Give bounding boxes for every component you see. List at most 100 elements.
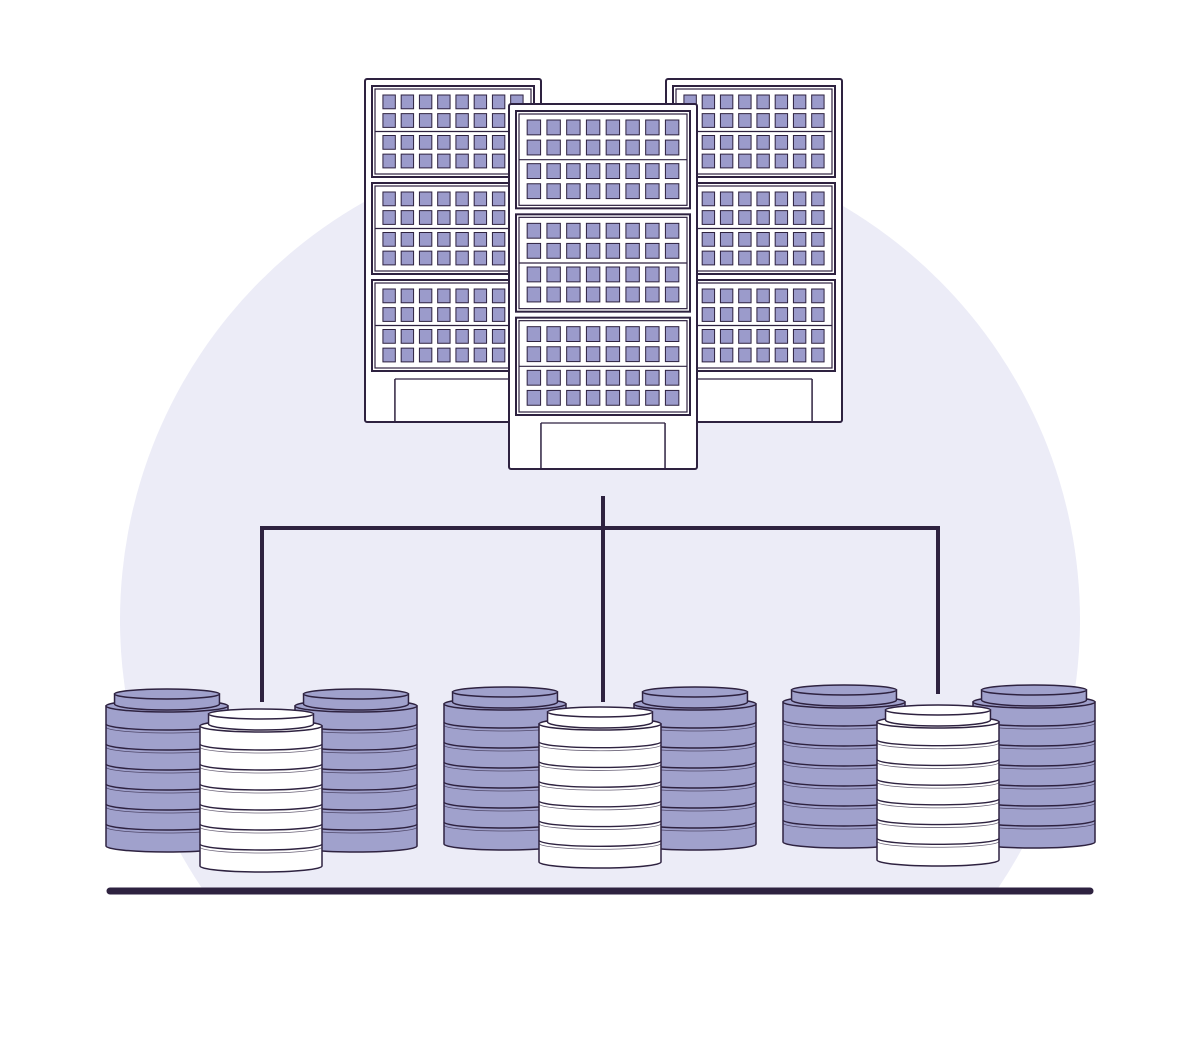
rack-slot bbox=[418, 250, 433, 266]
rack-slot bbox=[473, 288, 488, 304]
rack-slot bbox=[455, 307, 469, 322]
rack-slot bbox=[645, 266, 660, 283]
rack-slot bbox=[382, 347, 396, 363]
rack-slot bbox=[701, 191, 716, 207]
rack-slot bbox=[811, 329, 825, 344]
disk-separator bbox=[538, 780, 662, 788]
rack-slot bbox=[473, 347, 488, 363]
rack-slot bbox=[738, 347, 752, 363]
rack-slot bbox=[491, 94, 506, 110]
rack-slot bbox=[719, 232, 734, 247]
rack-slot bbox=[811, 347, 825, 363]
rack-slot bbox=[473, 135, 488, 150]
rack-slot bbox=[792, 288, 807, 304]
rack-slot bbox=[437, 329, 451, 344]
rack-slot bbox=[382, 307, 396, 322]
rack-slot bbox=[664, 326, 680, 343]
rack-slot bbox=[400, 135, 415, 150]
disk-separator bbox=[876, 837, 1000, 845]
disk-separator bbox=[199, 823, 323, 831]
database-right-back bbox=[294, 688, 418, 853]
rack-slot bbox=[473, 191, 488, 207]
rack-slot bbox=[382, 135, 396, 150]
rack-slot bbox=[526, 389, 542, 406]
disk-separator bbox=[876, 798, 1000, 806]
rack-slot bbox=[645, 326, 660, 343]
rack-slot bbox=[645, 183, 660, 200]
rack-slot bbox=[418, 153, 433, 169]
rack-slot bbox=[664, 266, 680, 283]
rack-slot bbox=[546, 183, 561, 200]
rack-slot bbox=[645, 119, 660, 136]
database-front bbox=[876, 704, 1000, 867]
rack-slot bbox=[437, 94, 451, 110]
rack-slot bbox=[811, 288, 825, 304]
rack-slot bbox=[719, 135, 734, 150]
rack-slot bbox=[701, 210, 716, 225]
rack-slot bbox=[418, 347, 433, 363]
rack-slot bbox=[566, 183, 581, 200]
rack-slot bbox=[701, 329, 716, 344]
rack-slot bbox=[566, 346, 581, 363]
rack-slot bbox=[437, 191, 451, 207]
rack-slot bbox=[701, 307, 716, 322]
database-group-center bbox=[443, 686, 757, 869]
rack-slot bbox=[756, 307, 770, 322]
rack-slot bbox=[382, 113, 396, 128]
rack-slot bbox=[719, 153, 734, 169]
rack-slot bbox=[418, 113, 433, 128]
rack-slot bbox=[756, 250, 770, 266]
rack-slot bbox=[664, 183, 680, 200]
rack-slot bbox=[526, 242, 542, 259]
rack-slot bbox=[400, 191, 415, 207]
rack-slot bbox=[738, 288, 752, 304]
rack-slot bbox=[400, 232, 415, 247]
rack-slot bbox=[811, 307, 825, 322]
rack-slot bbox=[664, 286, 680, 303]
server-rack-center bbox=[508, 103, 698, 470]
rack-slot bbox=[455, 191, 469, 207]
rack-slot bbox=[792, 329, 807, 344]
rack-slot bbox=[811, 113, 825, 128]
disk-separator bbox=[876, 759, 1000, 767]
rack-slot bbox=[473, 113, 488, 128]
rack-slot bbox=[625, 163, 640, 180]
rack-slot bbox=[774, 307, 789, 322]
rack-slot bbox=[526, 183, 542, 200]
rack-slot bbox=[585, 242, 601, 259]
rack-slot bbox=[605, 139, 621, 156]
rack-slot bbox=[811, 94, 825, 110]
rack-slot bbox=[701, 94, 716, 110]
rack-slot bbox=[566, 222, 581, 239]
rack-slot bbox=[491, 250, 506, 266]
rack-slot bbox=[756, 191, 770, 207]
database-front bbox=[199, 708, 323, 873]
rack-slot bbox=[400, 307, 415, 322]
rack-slot bbox=[437, 307, 451, 322]
rack-slot bbox=[455, 288, 469, 304]
rack-slot bbox=[664, 346, 680, 363]
rack-slot bbox=[756, 347, 770, 363]
rack-slot bbox=[491, 329, 506, 344]
rack-slot bbox=[418, 232, 433, 247]
rack-slot bbox=[625, 346, 640, 363]
rack-slot bbox=[756, 135, 770, 150]
rack-slot bbox=[625, 286, 640, 303]
rack-slot bbox=[664, 119, 680, 136]
rack-slot bbox=[664, 242, 680, 259]
disk-separator bbox=[538, 761, 662, 769]
disk-separator bbox=[876, 818, 1000, 826]
rack-slot bbox=[585, 326, 601, 343]
rack-slot bbox=[792, 113, 807, 128]
rack-slot bbox=[605, 163, 621, 180]
rack-slot bbox=[605, 389, 621, 406]
rack-slot bbox=[811, 153, 825, 169]
network-connector-lines bbox=[260, 496, 940, 702]
rack-slot bbox=[566, 139, 581, 156]
rack-slot bbox=[645, 242, 660, 259]
rack-slot bbox=[473, 94, 488, 110]
rack-slot bbox=[437, 347, 451, 363]
rack-slot bbox=[382, 153, 396, 169]
rack-slot bbox=[382, 210, 396, 225]
